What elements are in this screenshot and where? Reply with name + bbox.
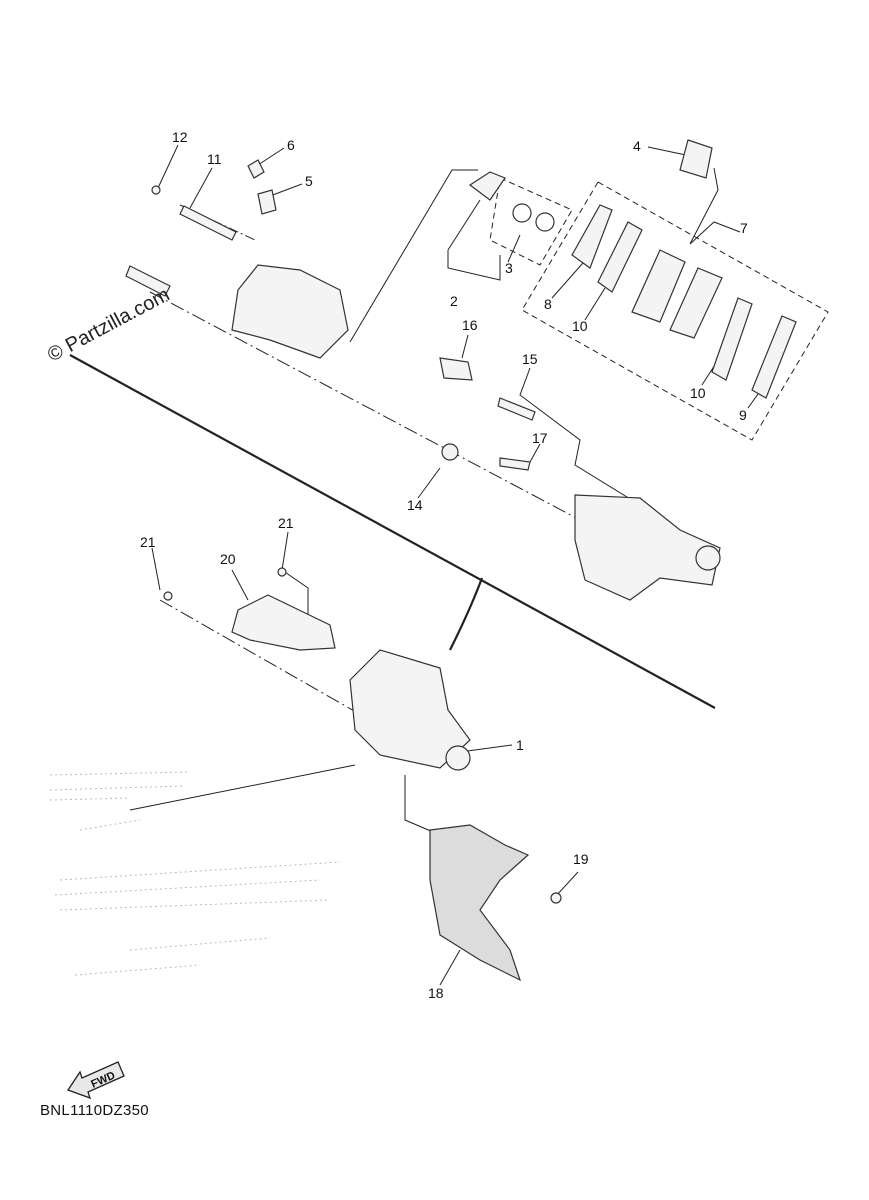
pin-11-sketch <box>179 205 237 241</box>
background-sketch-a <box>49 771 191 801</box>
seal-ring-a <box>512 203 532 223</box>
leader-caliper-upper <box>349 169 478 343</box>
callout-21b: 21 <box>278 515 294 531</box>
pad-10a-sketch <box>597 221 643 293</box>
leader-11 <box>189 167 213 209</box>
callout-5: 5 <box>305 173 313 189</box>
leader-14 <box>417 467 441 499</box>
leader-12 <box>157 144 179 189</box>
leader-18 <box>439 949 461 986</box>
callout-group: 12 11 6 5 4 7 3 2 8 10 16 15 10 9 17 14 … <box>140 129 748 1001</box>
leader-1 <box>459 744 513 753</box>
callout-15: 15 <box>522 351 538 367</box>
diagram-code: BNL1110DZ350 <box>40 1102 149 1119</box>
pad-shim-sketch <box>631 249 686 323</box>
callout-21a: 21 <box>140 534 156 550</box>
callout-14: 14 <box>407 497 423 513</box>
leader-15 <box>519 367 641 506</box>
callout-11: 11 <box>207 151 222 167</box>
bracket-sketch <box>574 494 721 601</box>
callout-16: 16 <box>462 317 478 333</box>
callout-20: 20 <box>220 551 236 567</box>
centerline-lower <box>159 599 371 721</box>
callout-4: 4 <box>633 138 641 154</box>
leader-6 <box>257 147 285 166</box>
bolt-21a-sketch <box>163 591 173 601</box>
caliper-upper-sketch <box>231 264 349 359</box>
callout-10b: 10 <box>690 385 706 401</box>
pad-8-sketch <box>571 204 613 269</box>
pin-15-sketch <box>497 397 536 421</box>
watermark: © Partzilla.com <box>44 284 173 367</box>
leader-5 <box>269 183 303 197</box>
leader-3 <box>507 234 521 263</box>
leader-7 <box>689 167 741 245</box>
pad-holder-sketch <box>231 594 336 651</box>
callout-9: 9 <box>739 407 747 423</box>
leader-21a <box>151 547 161 591</box>
bleeder-5-sketch <box>257 189 277 215</box>
callout-7: 7 <box>740 220 748 236</box>
forward-arrow-icon <box>67 1061 125 1100</box>
bushing-14-sketch <box>441 443 459 461</box>
guard-plate-sketch <box>429 824 530 982</box>
bolt-16-sketch <box>439 357 473 381</box>
assembly-line-main <box>69 354 716 709</box>
centerline-upper <box>149 291 581 521</box>
forward-arrow: FWD <box>67 1061 125 1100</box>
pad-kit-box <box>521 181 829 441</box>
clip-4-sketch <box>679 139 713 179</box>
callout-17: 17 <box>532 430 548 446</box>
leader-10a <box>584 287 606 321</box>
callout-19: 19 <box>573 851 589 867</box>
leader-21b <box>281 531 309 620</box>
leader-plate-b <box>404 775 441 836</box>
leader-16 <box>461 334 469 359</box>
callout-12: 12 <box>172 129 188 145</box>
assembly-line-branch <box>449 577 484 651</box>
callout-6: 6 <box>287 137 295 153</box>
callout-2: 2 <box>450 293 458 309</box>
caliper-lower-sketch <box>349 649 471 769</box>
leader-19 <box>555 871 579 897</box>
callout-8: 8 <box>544 296 552 312</box>
caliper-lower-bore <box>445 745 471 771</box>
pad-10b-sketch <box>711 297 753 381</box>
seal-kit-box <box>489 177 573 266</box>
leader-2 <box>447 250 501 281</box>
callout-18: 18 <box>428 985 444 1001</box>
background-sketch-b <box>54 819 341 911</box>
seal-ring-b <box>535 212 555 232</box>
pad-pin-sketch <box>125 265 171 297</box>
cap-12-sketch <box>151 185 161 195</box>
pad-shim-b-sketch <box>669 267 723 339</box>
callout-10a: 10 <box>572 318 588 334</box>
callout-1: 1 <box>516 737 524 753</box>
bleeder-6-sketch <box>247 159 265 179</box>
pad-9-sketch <box>751 315 797 399</box>
leader-plate <box>129 764 356 811</box>
leader-2b <box>447 199 481 251</box>
bolt-19-sketch <box>550 892 562 904</box>
background-sketch-c <box>74 937 271 976</box>
callout-3: 3 <box>505 260 513 276</box>
bolt-21b-sketch <box>277 567 287 577</box>
spring-17-sketch <box>499 457 531 471</box>
leader-17 <box>529 443 541 463</box>
leader-20 <box>231 569 249 601</box>
bracket-bore <box>695 545 721 571</box>
piston-sketch <box>468 171 506 201</box>
